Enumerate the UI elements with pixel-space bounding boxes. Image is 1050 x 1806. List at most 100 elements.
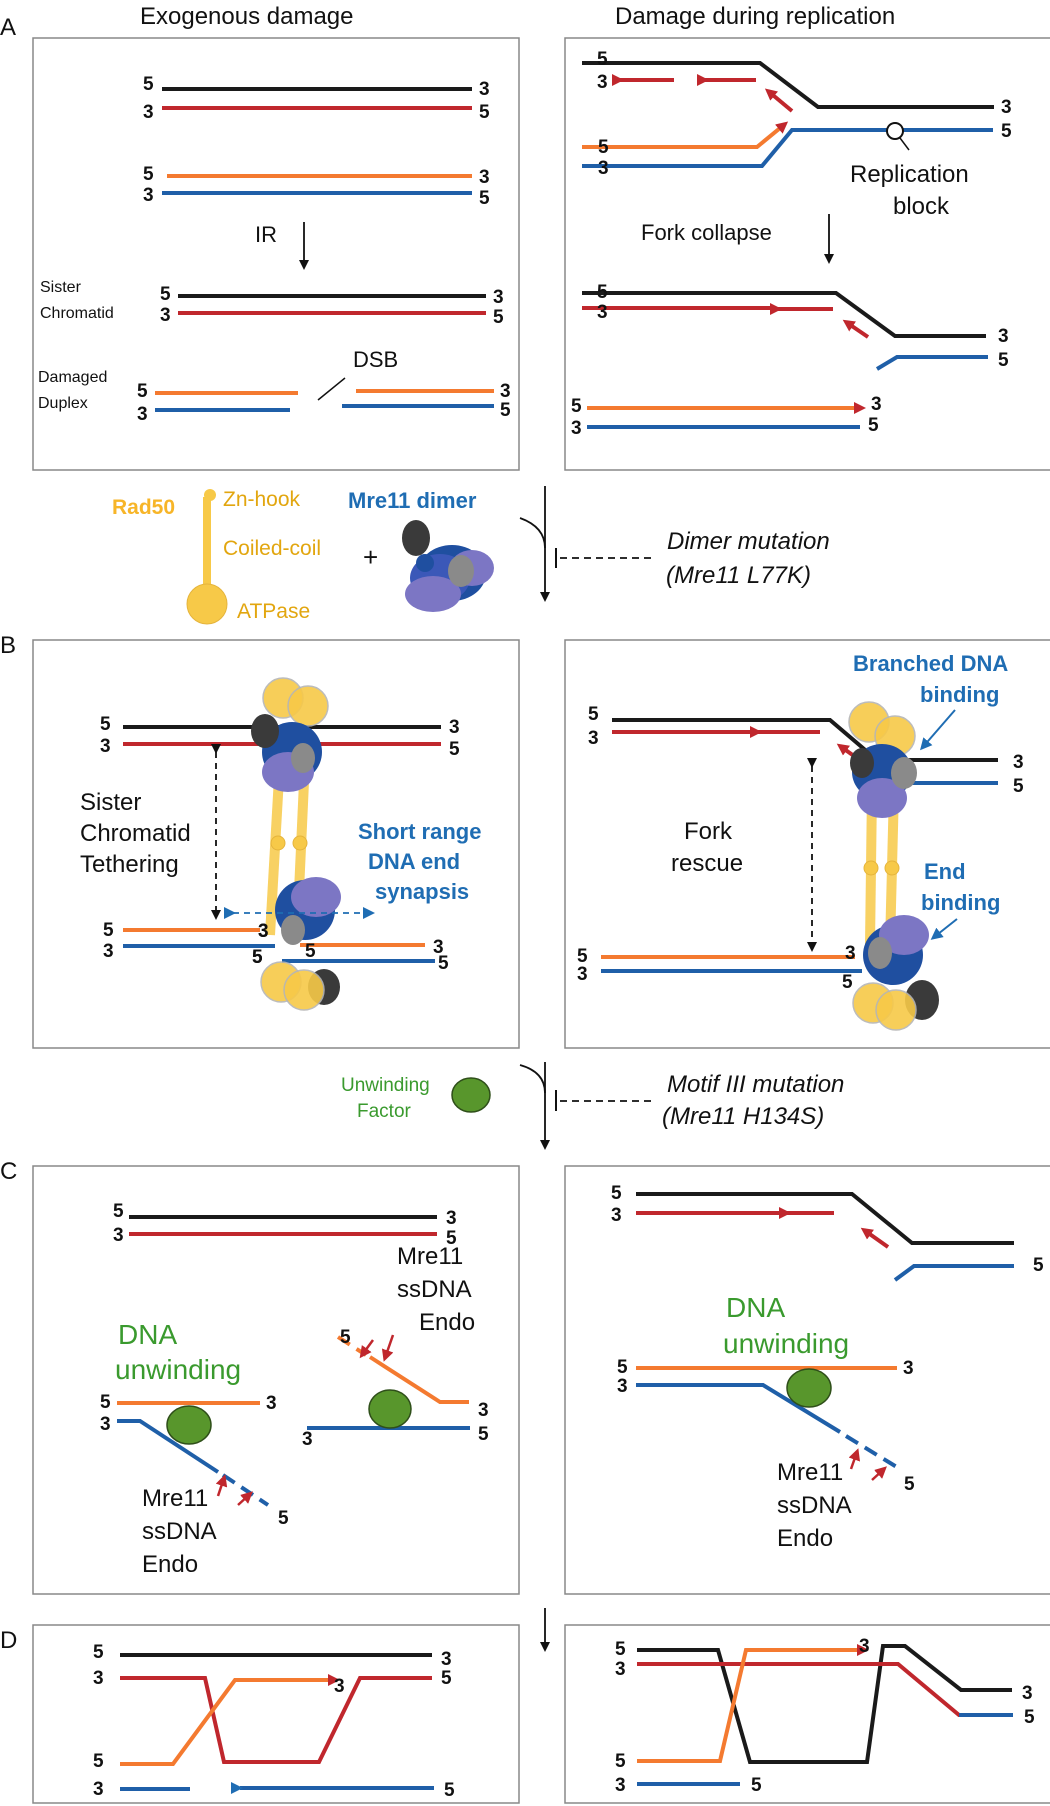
end-label: 3 [598,158,609,179]
black-strand [636,1192,1014,1245]
end-label: 5 [446,1228,457,1249]
panel-b-right-content: 5 3 3 5 5 3 3 5 Fork res [577,651,1024,1031]
end-label: 5 [588,704,599,725]
end-label: 5 [252,947,263,968]
ir-label: IR [255,222,277,247]
end-label: 3 [615,1659,626,1680]
end-label: 3 [302,1429,313,1450]
transition-b-c: Unwinding Factor Motif III mutation (Mre… [341,1062,844,1150]
tethering-label: Chromatid [80,820,191,847]
end-label: 3 [1013,752,1024,773]
sister-label: Sister [40,279,82,296]
blue-strand [875,355,988,371]
panel-b-right-box [564,639,1050,1049]
end-label: 5 [904,1474,915,1495]
end-label: 5 [143,74,154,95]
end-label: 5 [615,1751,626,1772]
rad50-zn-hook [204,489,216,501]
end-label: 3 [903,1358,914,1379]
panel-c-right-content: 5 3 5 DNA unwinding 5 3 3 5 Mre11 ssDNA … [611,1183,1044,1552]
end-label: 3 [1001,97,1012,118]
endo-label: Mre11 [397,1243,463,1270]
unwinding-factor-label: Factor [357,1101,412,1122]
end-label: 3 [143,185,154,206]
end-label: 3 [597,72,608,93]
end-label: 3 [478,1400,489,1421]
replication-block-pointer [899,137,910,151]
end-binding-label: End [924,859,966,884]
dna-unwinding-label: DNA [118,1319,177,1350]
dna-unwinding-label: DNA [726,1292,785,1323]
end-binding-label: binding [921,890,1000,915]
endo-label: Endo [142,1551,198,1578]
unwinding-factor-label: Unwinding [341,1075,430,1096]
endo-cut-arrow [848,1448,860,1470]
endo-cut-arrow [871,1466,887,1481]
end-label: 5 [500,400,511,421]
end-label: 3 [998,326,1009,347]
blue-strand-nicked [221,1473,270,1507]
endo-label: Endo [777,1525,833,1552]
damaged-label: Duplex [38,395,88,412]
end-label: 5 [340,1327,351,1348]
panel-c-left-box [32,1165,520,1595]
end-label: 5 [441,1668,452,1689]
dna-unwinding-label: unwinding [115,1354,241,1385]
rad50-coiled-coil [203,497,211,597]
end-label: 3 [433,937,444,958]
end-label: 5 [597,49,608,70]
orange-strand-invasion [120,1674,340,1766]
end-label: 5 [479,188,490,209]
end-label: 3 [334,1676,345,1697]
synapsis-label: DNA end [368,849,460,874]
end-label: 5 [444,1780,455,1801]
endo-label: ssDNA [397,1276,472,1303]
end-label: 5 [137,381,148,402]
legend: Rad50 Zn-hook Coiled-coil ATPase + Mre11… [112,486,830,625]
end-label: 5 [252,947,263,968]
dimer-mutation-detail: (Mre11 L77K) [666,562,811,589]
blue-strand [117,1419,220,1474]
end-label: 3 [577,964,588,985]
end-label: 3 [93,1779,104,1800]
black-strand [637,1644,1012,1764]
end-label: 3 [617,1376,628,1397]
dimer-mutation-label: Dimer mutation [667,528,830,555]
red-strand-okazaki [764,88,794,113]
branched-binding-label: binding [920,682,999,707]
fork-collapse-label: Fork collapse [641,220,772,245]
panel-c-right-box [564,1165,1050,1595]
fork-rescue-label: Fork [684,818,733,845]
endo-cut-arrow [359,1339,375,1359]
end-label: 5 [100,714,111,735]
panel-a-right-box [564,37,1050,471]
end-label: 5 [868,415,879,436]
end-label: 5 [103,920,114,941]
tethering-label: Sister [80,789,141,816]
endo-label: Mre11 [777,1459,843,1486]
fork-rescue-label: rescue [671,850,743,877]
panel-label-d: D [0,1627,17,1654]
end-label: 5 [449,739,460,760]
mre11-dimer-label: Mre11 dimer [348,488,477,513]
unwinding-factor-icon [368,1389,412,1429]
dsb-pointer [317,377,346,401]
end-label: 3 [479,79,490,100]
end-label: 5 [842,972,853,993]
endo-cut-arrow [215,1474,228,1497]
end-label: 3 [258,921,269,942]
end-label: 3 [597,302,608,323]
end-label: 5 [478,1424,489,1445]
end-label: 5 [615,1639,626,1660]
end-label: 3 [266,1393,277,1414]
replication-block-label: Replication [850,161,969,188]
end-label: 3 [588,728,599,749]
end-label: 5 [577,946,588,967]
end-label: 3 [100,736,111,757]
unwinding-factor-icon [786,1368,832,1408]
unwinding-factor-icon [451,1077,491,1113]
end-label: 3 [615,1775,626,1796]
blue-strand [636,1383,842,1434]
sister-label: Chromatid [40,305,114,322]
endo-label: ssDNA [777,1492,852,1519]
